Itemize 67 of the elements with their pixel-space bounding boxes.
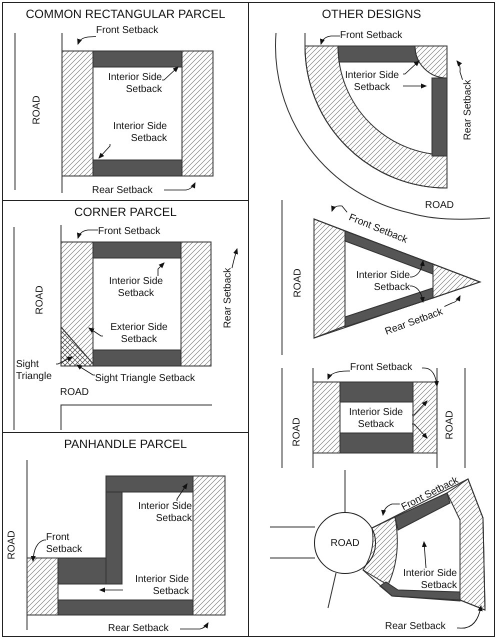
setback-label: Rear Setback: [462, 80, 474, 140]
leader-line: [412, 400, 428, 416]
setback-label: Exterior Side Setback: [103, 322, 175, 345]
panel-title: COMMON RECTANGULAR PARCEL: [24, 7, 226, 21]
setback-label: Rear Setback: [222, 268, 234, 328]
leader-line: [320, 36, 340, 45]
panel-title: PANHANDLE PARCEL: [63, 437, 188, 451]
road-label: ROAD: [32, 96, 42, 124]
setback-label: Interior Side Setback: [341, 70, 403, 93]
leader-line: [164, 182, 196, 190]
leader-line: [410, 260, 425, 278]
setback-label: Interior Side Setback: [103, 276, 169, 299]
leader-line: [76, 364, 96, 376]
setback-label: Sight Triangle: [16, 359, 56, 382]
leader-line: [77, 36, 96, 45]
setback-label: Interior Side Setback: [123, 574, 189, 597]
setback-label: Rear Setback: [385, 621, 457, 632]
setback-label: Rear Setback: [92, 185, 164, 196]
setback-label: Interior Side Setback: [340, 407, 412, 430]
road-label: ROAD: [6, 530, 18, 560]
setback-label: Front Setback: [96, 25, 168, 36]
parcel-panel: [2, 432, 249, 637]
setback-label: Front Setback: [340, 30, 412, 42]
panel-title: OTHER DESIGNS: [320, 7, 422, 21]
leader-line: [99, 588, 124, 592]
leader-line: [444, 295, 460, 307]
road-label: ROAD: [292, 268, 304, 298]
setback-label: Interior Side Setback: [346, 270, 410, 293]
leader-line: [402, 84, 427, 88]
setback-label: Interior Side Setback: [393, 568, 457, 591]
cul-de-sac-circle: ROAD: [314, 512, 376, 574]
leader-line: [232, 248, 238, 268]
panel-title: CORNER PARCEL: [73, 205, 178, 219]
leader-line: [88, 327, 104, 336]
setback-label: Sight Triangle Setback: [95, 373, 207, 384]
leader-line: [456, 605, 482, 629]
leader-line: [328, 370, 350, 380]
leader-line: [158, 262, 165, 276]
setback-label: Front Setback: [46, 532, 88, 555]
leader-line: [162, 66, 179, 80]
leader-line: [332, 205, 348, 213]
leader-line: [77, 230, 98, 239]
setback-label: Interior Side Setback: [126, 501, 192, 524]
parcel-panel: [248, 2, 495, 637]
setback-label: Front Setback: [350, 362, 422, 374]
road-label: ROAD: [292, 418, 302, 446]
leader-line: [56, 356, 73, 364]
leader-line: [422, 368, 439, 387]
leader-line: [456, 60, 463, 80]
leader-line: [410, 286, 425, 303]
leader-line: [412, 424, 428, 439]
road-label: ROAD: [34, 286, 46, 314]
road-label: ROAD: [425, 200, 454, 212]
leader-line: [402, 60, 420, 74]
road-label: ROAD: [444, 410, 456, 440]
leader-line: [176, 483, 188, 502]
leader-line: [422, 541, 427, 568]
leader-line: [30, 540, 46, 562]
leader-line: [180, 622, 209, 630]
setback-label: Front Setback: [98, 226, 170, 238]
setback-label: Interior Side Setback: [96, 72, 162, 95]
leader-line: [381, 504, 400, 516]
leader-line: [98, 144, 110, 159]
road-label: ROAD: [60, 387, 89, 398]
parcel-panel: [2, 2, 249, 201]
setback-label: Interior Side Setback: [99, 121, 167, 144]
setback-label: Rear Setback: [108, 623, 180, 634]
